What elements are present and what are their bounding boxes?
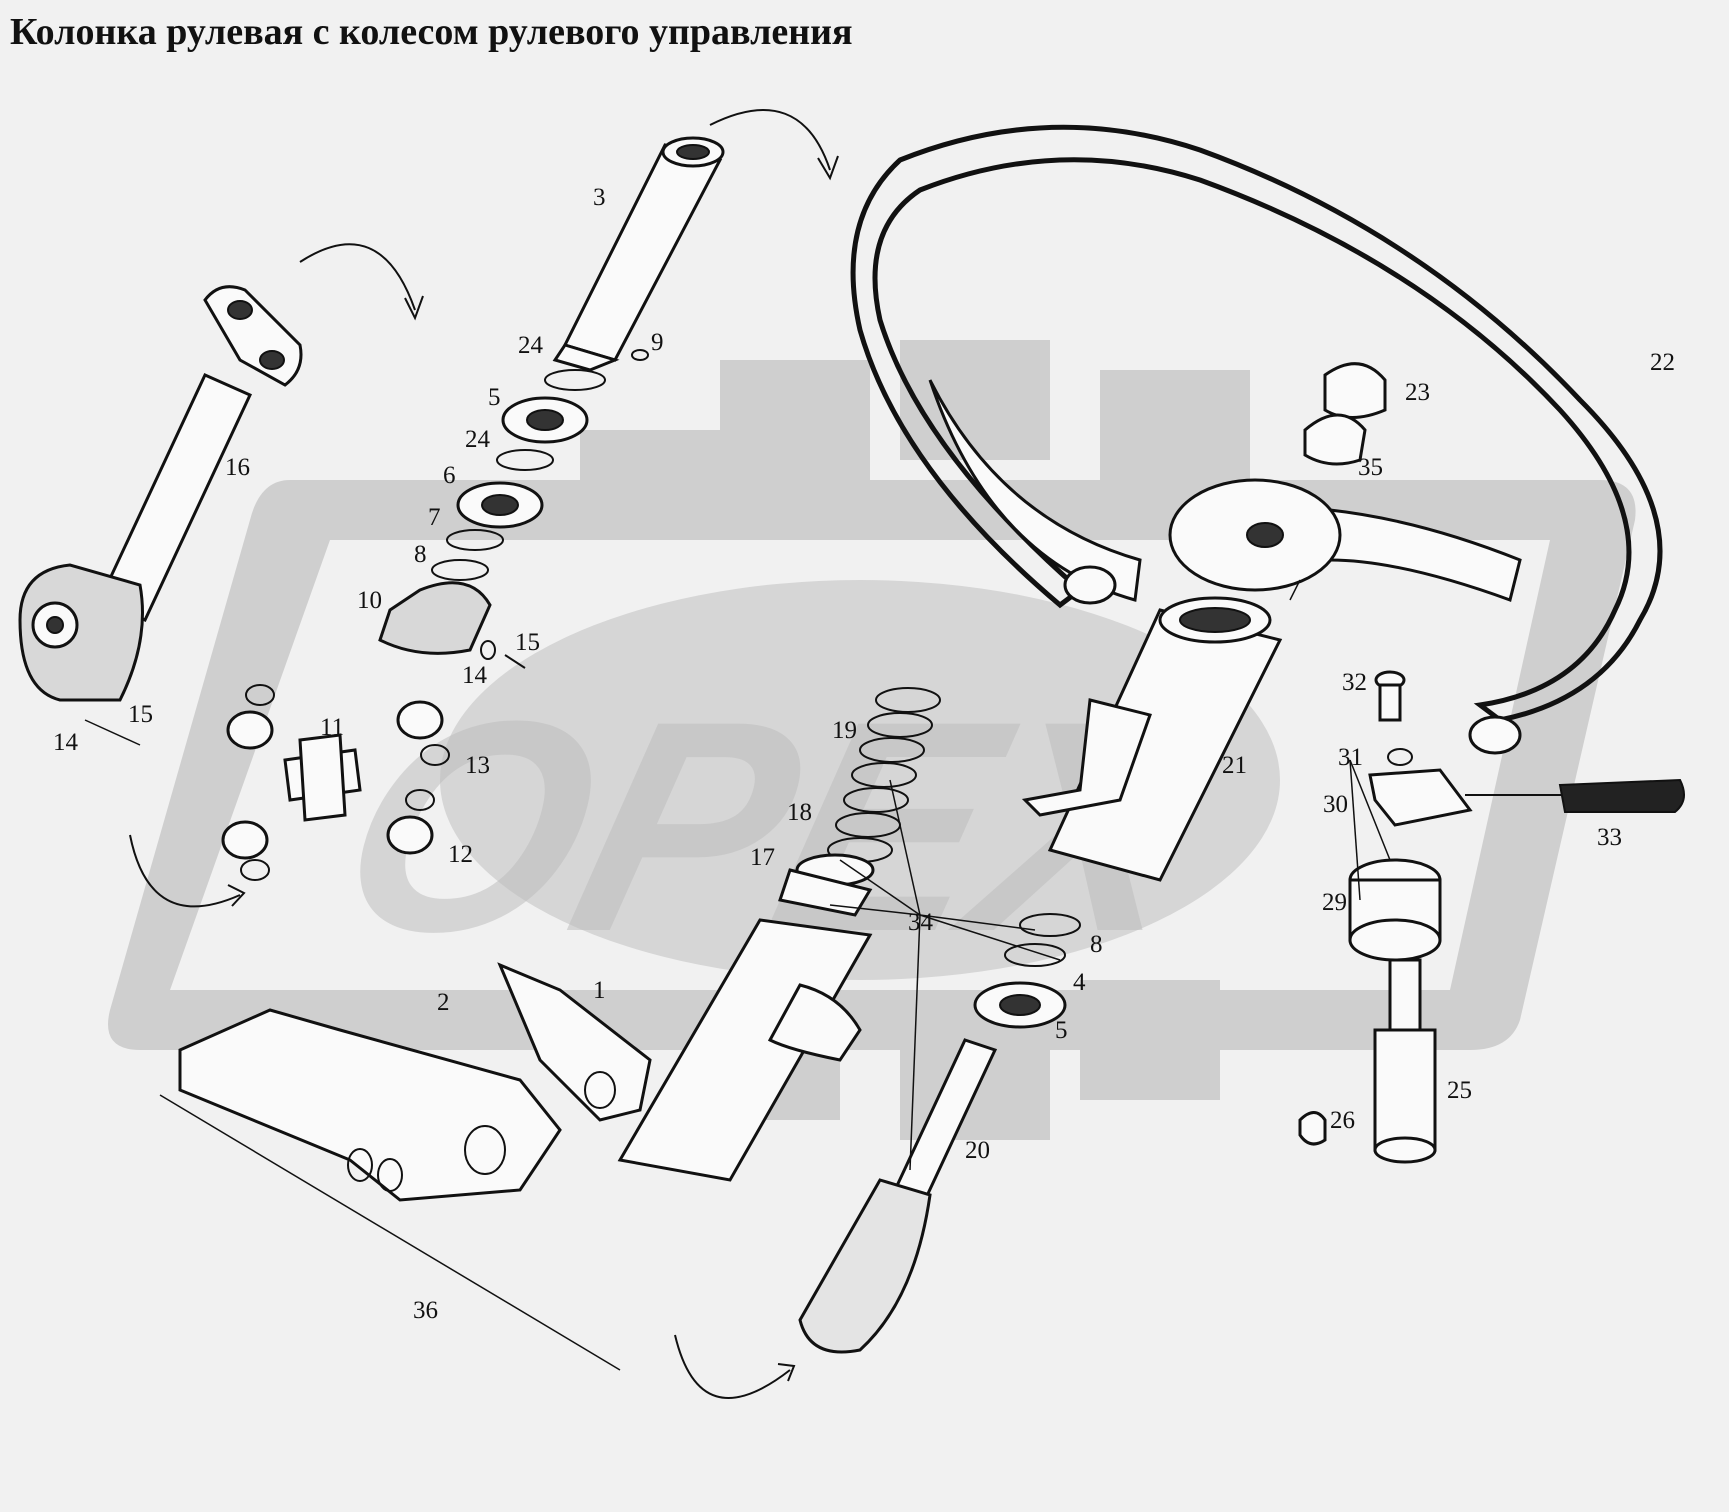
universal-joint-cross	[221, 684, 450, 881]
callout-30: 30	[1323, 791, 1348, 818]
callout-24-upper: 24	[518, 332, 544, 359]
lock-assembly-25-33	[1298, 670, 1685, 1164]
outer-tube-lower	[617, 918, 873, 1182]
callout-labels: 1 2 3 4 5 5 6 7 8 8 9 10 11 12 13 14 14 …	[53, 184, 1675, 1324]
callout-23: 23	[1405, 379, 1430, 406]
brackets-1-2	[159, 962, 652, 1371]
callout-19: 19	[832, 717, 857, 744]
steering-wheel-22	[850, 124, 1663, 755]
callout-13: 13	[465, 752, 490, 779]
callout-25: 25	[1447, 1077, 1472, 1104]
callout-4: 4	[1073, 969, 1086, 996]
callout-9: 9	[651, 329, 664, 356]
callout-29: 29	[1322, 889, 1347, 916]
callout-8-upper: 8	[414, 541, 427, 568]
leader-lines	[829, 579, 1391, 1171]
lower-shaft-20	[798, 913, 1081, 1354]
diagram-title: Колонка рулевая с колесом рулевого управ…	[10, 11, 853, 53]
callout-17: 17	[750, 844, 775, 871]
callout-7: 7	[428, 504, 441, 531]
callout-5-lower: 5	[1055, 1017, 1068, 1044]
callout-18: 18	[787, 799, 812, 826]
callout-24-lower: 24	[465, 426, 491, 453]
callout-5-upper: 5	[488, 384, 501, 411]
callout-2: 2	[437, 989, 450, 1016]
callout-16: 16	[225, 454, 250, 481]
callout-3: 3	[593, 184, 606, 211]
callout-21: 21	[1222, 752, 1247, 779]
callout-20: 20	[965, 1137, 990, 1164]
spring-19-bushing-17	[778, 687, 941, 917]
steering-shaft-16	[18, 285, 303, 746]
splined-shaft-3	[552, 136, 725, 372]
callout-1: 1	[593, 977, 606, 1004]
callout-12: 12	[448, 841, 473, 868]
column-tube-21	[1021, 596, 1283, 882]
callout-6: 6	[443, 462, 456, 489]
rotation-arrows	[129, 109, 839, 1399]
callout-10: 10	[357, 587, 382, 614]
callout-22: 22	[1650, 349, 1675, 376]
callout-33: 33	[1597, 824, 1622, 851]
callout-8-lower: 8	[1090, 931, 1103, 958]
callout-32: 32	[1342, 669, 1367, 696]
callout-15-right: 15	[515, 629, 540, 656]
callout-34: 34	[908, 909, 934, 936]
callout-26: 26	[1330, 1107, 1355, 1134]
callout-15-left: 15	[128, 701, 153, 728]
callout-14-right: 14	[462, 662, 488, 689]
nut-23-35	[1303, 362, 1387, 466]
callout-35: 35	[1358, 454, 1383, 481]
rings-and-bearings	[378, 349, 649, 669]
callout-36: 36	[413, 1297, 438, 1324]
callout-31: 31	[1338, 744, 1363, 771]
callout-14-left: 14	[53, 729, 79, 756]
callout-11: 11	[320, 714, 344, 741]
